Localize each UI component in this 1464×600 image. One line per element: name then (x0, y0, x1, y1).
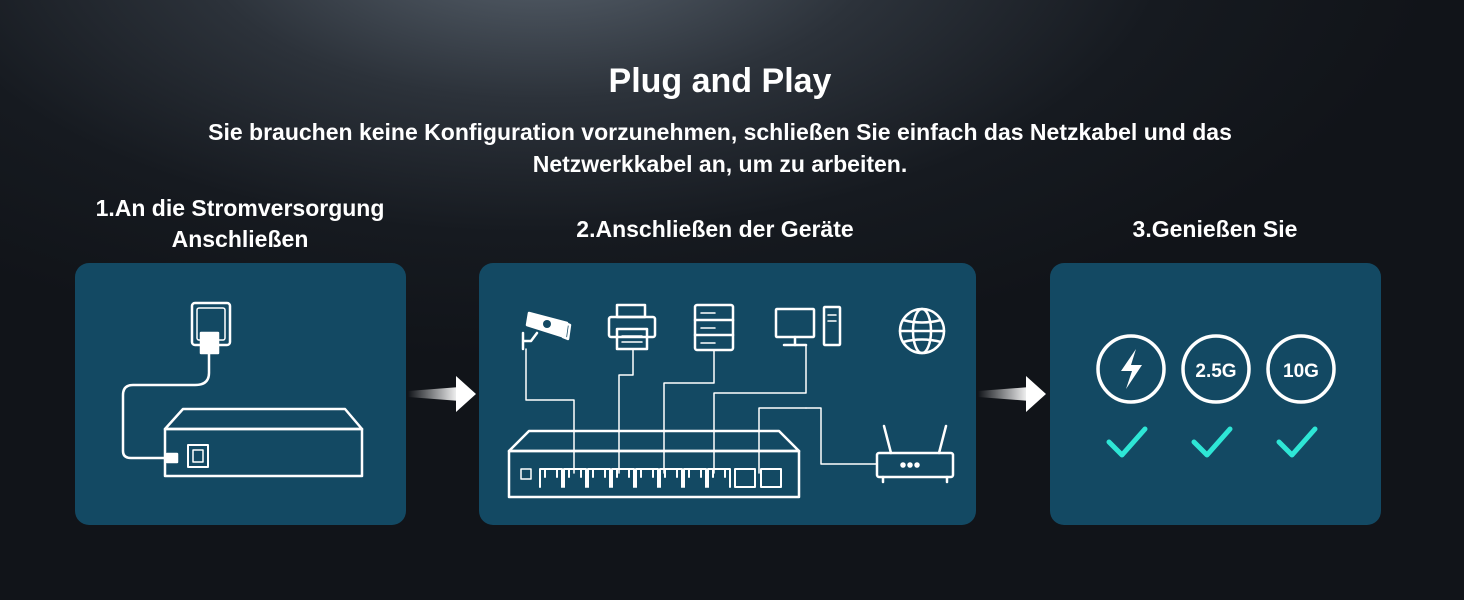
printer-icon (607, 303, 657, 351)
checkmark-icon (1276, 426, 1318, 458)
arrow-right-icon (408, 376, 476, 412)
power-outlet-icon (190, 301, 232, 355)
badge-10g-text: 10G (1283, 361, 1319, 382)
step-2-label: 2.Anschließen der Geräte (576, 216, 854, 242)
desktop-computer-icon (774, 305, 842, 347)
step-1-panel (75, 263, 406, 525)
page-subtitle: Sie brauchen keine Konfiguration vorzune… (208, 119, 1232, 177)
power-plug (165, 452, 179, 464)
page-title: Plug and Play (608, 62, 832, 100)
arrow-right-icon (978, 376, 1046, 412)
step-1-label: 1.An die Stromversorgung Anschließen (60, 193, 420, 255)
lightning-icon (1121, 349, 1142, 389)
speed-badge-10g (1266, 334, 1336, 404)
power-cable (121, 351, 211, 460)
router-icon (875, 424, 955, 484)
checkmark-icon (1106, 426, 1148, 458)
server-icon (693, 303, 735, 352)
step-1-label-line1: 1.An die Stromversorgung (95, 195, 385, 221)
lightning-badge (1096, 334, 1166, 404)
network-switch-icon (163, 407, 364, 478)
network-switch-icon (507, 429, 801, 499)
checkmark-icon (1191, 426, 1233, 458)
badge-2-5g-text: 2.5G (1195, 361, 1236, 382)
step-3-badges: 2.5G 10G (1096, 334, 1336, 458)
step-3-panel: 2.5G 10G (1050, 263, 1381, 525)
globe-icon (898, 307, 946, 355)
step-3-label: 3.Genießen Sie (1132, 216, 1298, 242)
step-1-label-line2: Anschließen (171, 226, 309, 252)
network-cables (525, 345, 878, 474)
security-camera-icon (521, 311, 572, 351)
step-2-panel (479, 263, 976, 525)
speed-badge-2-5g (1181, 334, 1251, 404)
